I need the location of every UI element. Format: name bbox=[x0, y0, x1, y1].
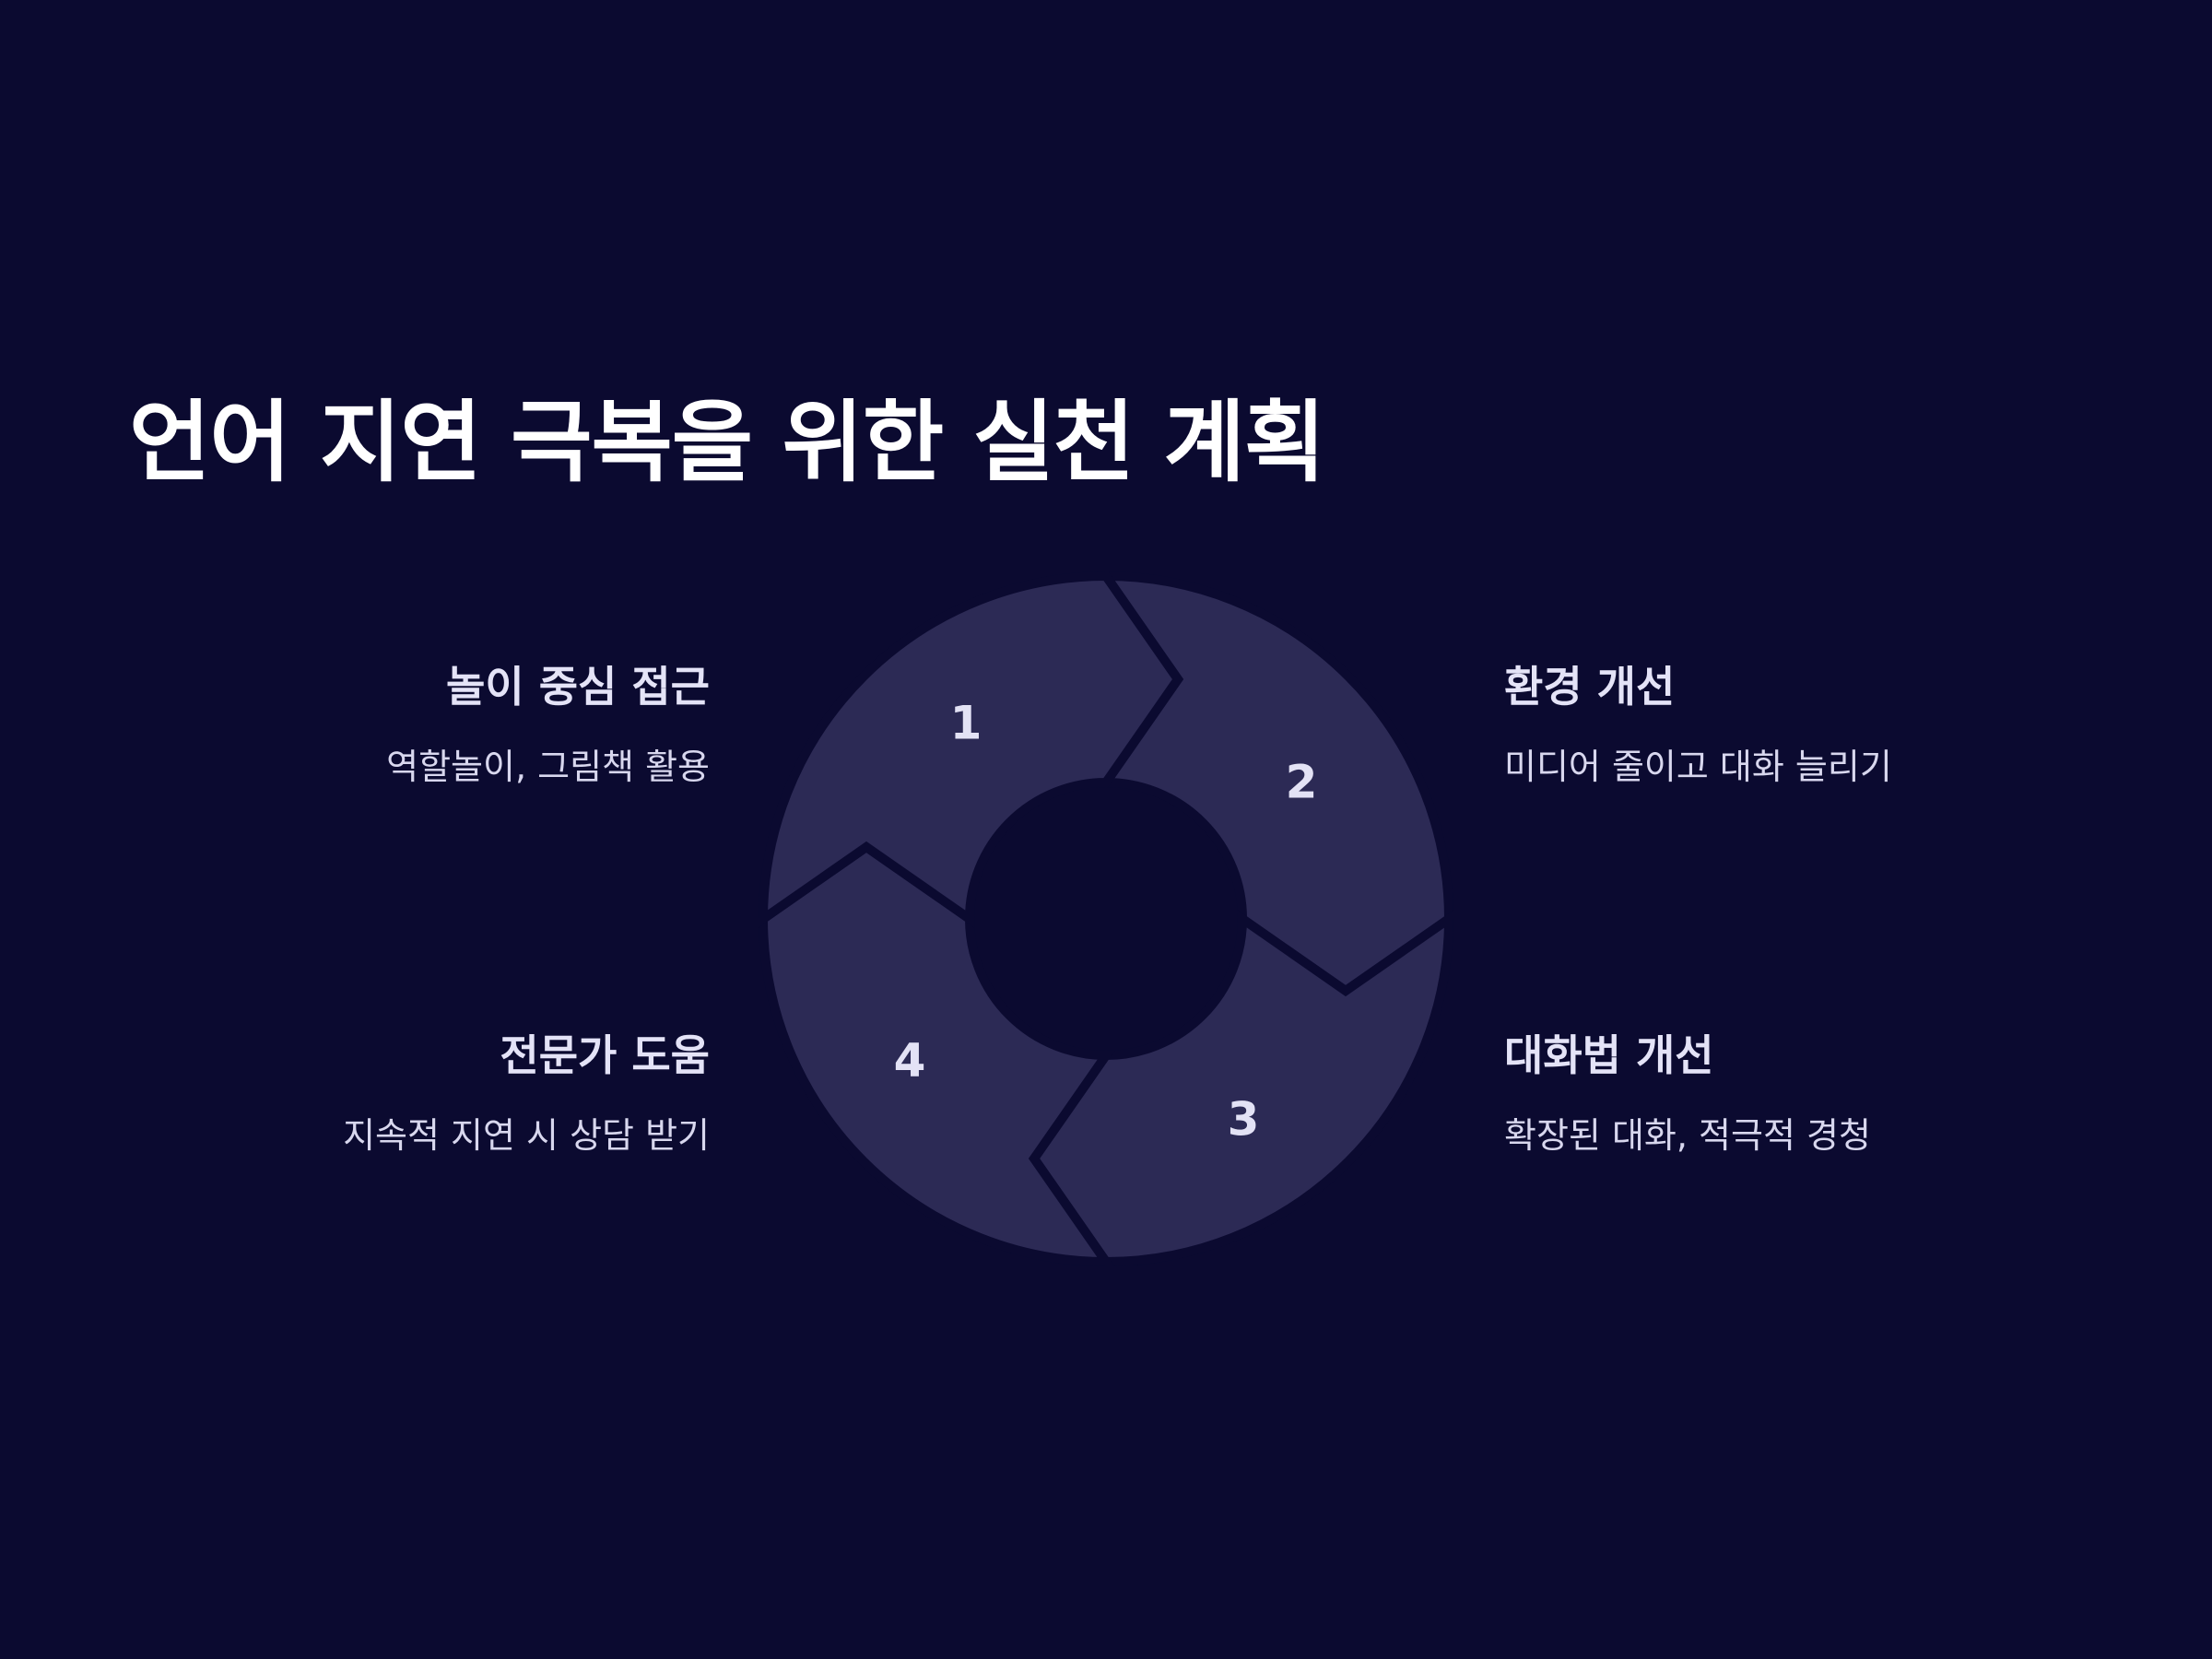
step-number-4: 4 bbox=[894, 1034, 926, 1088]
cycle-segment-3 bbox=[758, 841, 1115, 1267]
step-title-4: 전문가 도움 bbox=[500, 1030, 710, 1080]
cycle-segment-2 bbox=[1028, 910, 1454, 1267]
page-title: 언어 지연 극복을 위한 실천 계획 bbox=[129, 391, 1325, 494]
step-item-1: 놀이 중심 접근 역할놀이, 그림책 활용 bbox=[65, 662, 710, 790]
cycle-segment-4 bbox=[758, 571, 1184, 928]
step-title-2: 환경 개선 bbox=[1504, 662, 1676, 712]
step-number-2: 2 bbox=[1286, 756, 1318, 809]
step-title-3: 대화법 개선 bbox=[1504, 1030, 1714, 1080]
cycle-segment-1 bbox=[1097, 571, 1454, 997]
step-number-3: 3 bbox=[1228, 1093, 1260, 1147]
step-item-2: 환경 개선 미디어 줄이고 대화 늘리기 bbox=[1504, 662, 2149, 790]
step-description-2: 미디어 줄이고 대화 늘리기 bbox=[1504, 747, 1892, 788]
step-title-1: 놀이 중심 접근 bbox=[446, 662, 710, 712]
step-description-4: 지속적 지연 시 상담 받기 bbox=[343, 1115, 710, 1157]
step-description-1: 역할놀이, 그림책 활용 bbox=[386, 747, 710, 788]
step-item-3: 대화법 개선 확장된 대화, 적극적 경청 bbox=[1504, 1030, 2149, 1159]
step-number-1: 1 bbox=[950, 697, 982, 750]
step-item-4: 전문가 도움 지속적 지연 시 상담 받기 bbox=[65, 1030, 710, 1159]
step-description-3: 확장된 대화, 적극적 경청 bbox=[1504, 1115, 1871, 1157]
